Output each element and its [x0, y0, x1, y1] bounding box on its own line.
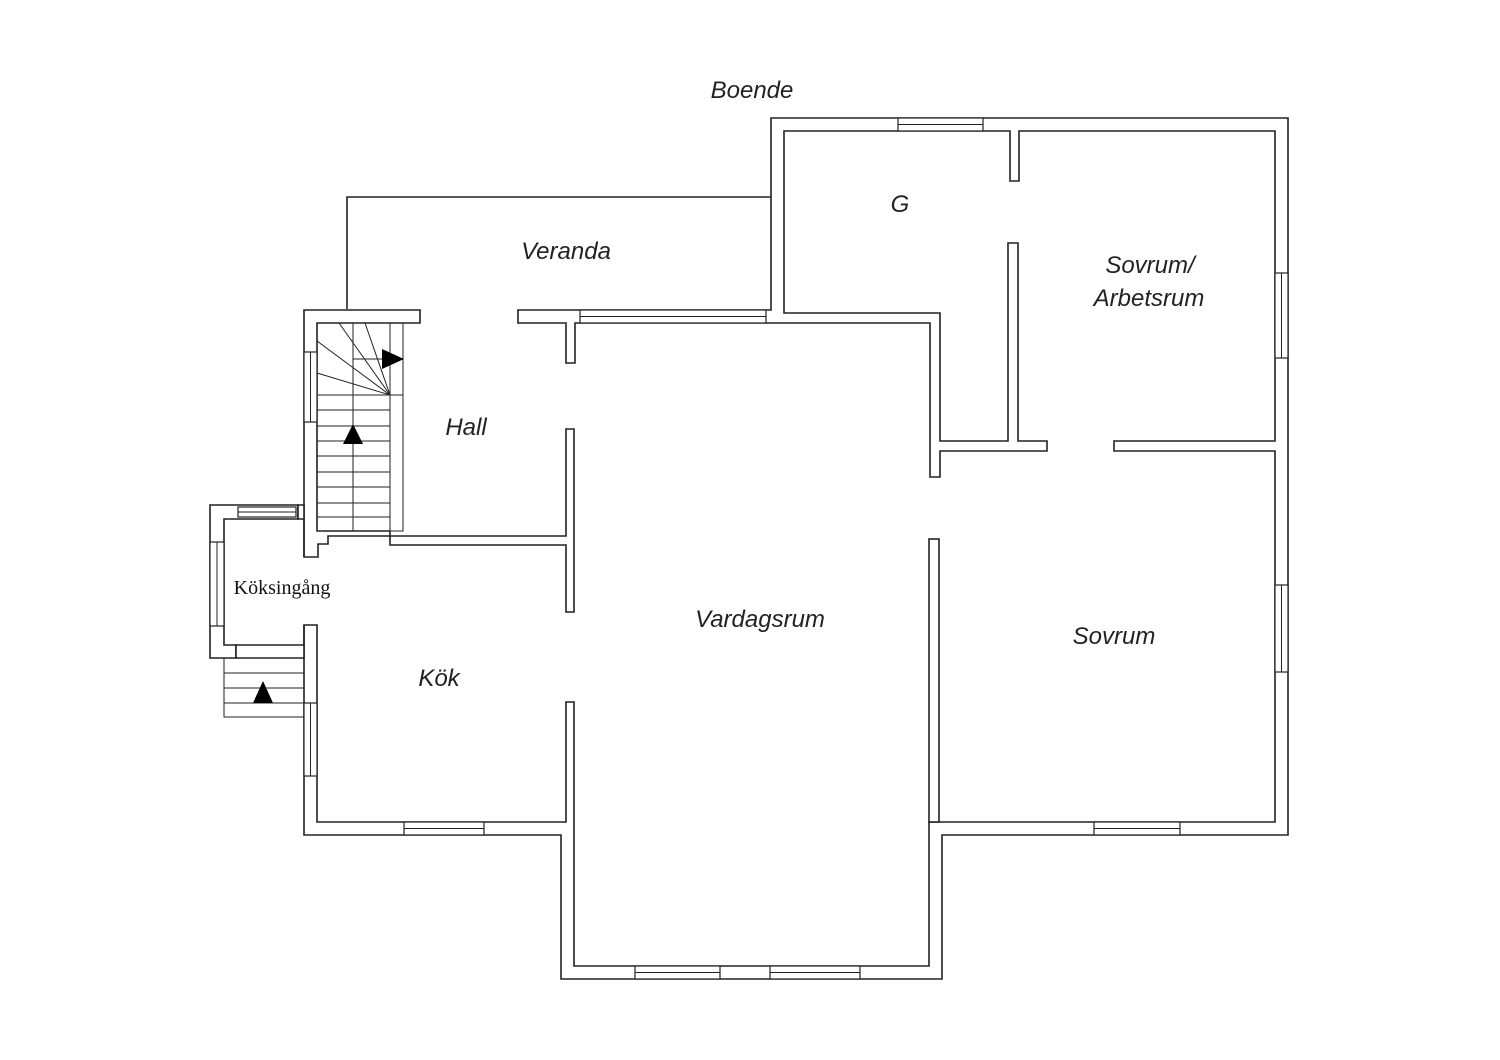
entrance-steps	[223, 657, 305, 718]
room-label-veranda: Veranda	[521, 238, 611, 265]
room-label-hall: Hall	[445, 414, 487, 441]
room-label-sovrum-arbetsrum-line1: Sovrum/	[1105, 252, 1197, 279]
windows	[209, 117, 1289, 980]
veranda-outline	[346, 196, 771, 309]
room-label-g: G	[891, 191, 910, 218]
entrance-up-arrow	[253, 681, 273, 703]
room-label-kok: Kök	[418, 665, 461, 692]
room-label-vardagsrum: Vardagsrum	[695, 606, 825, 633]
room-label-sovrum: Sovrum	[1073, 623, 1156, 650]
stair-up-arrow	[343, 424, 363, 444]
stair-right-arrow	[382, 349, 404, 369]
outer-walls	[209, 117, 1289, 980]
staircase	[316, 322, 404, 532]
room-label-koksingang: Köksingång	[234, 577, 331, 599]
plan-title: Boende	[711, 77, 794, 104]
room-label-sovrum-arbetsrum-line2: Arbetsrum	[1092, 285, 1205, 312]
